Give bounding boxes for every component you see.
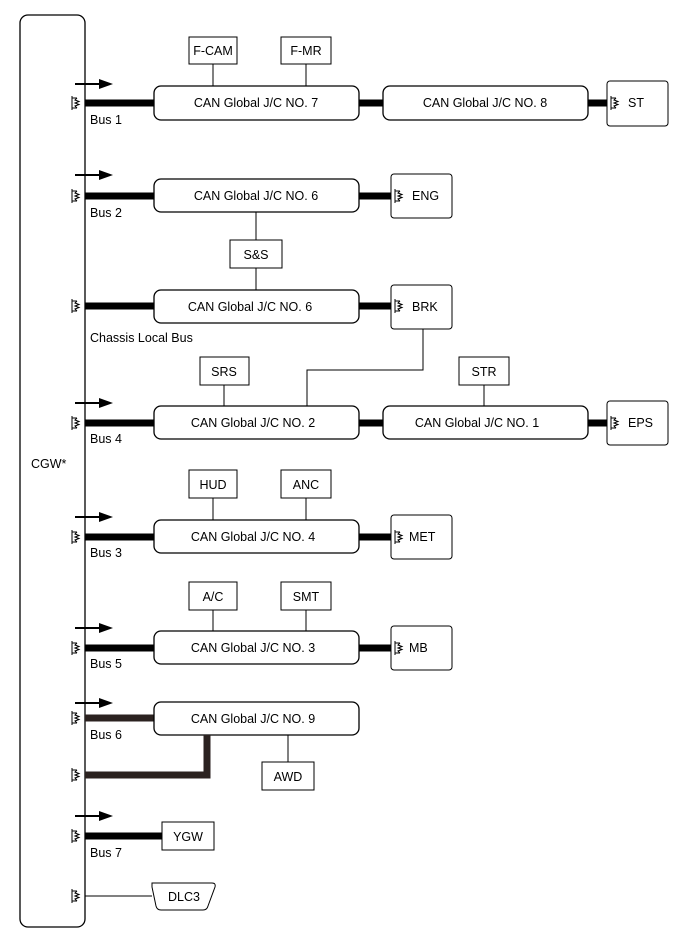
bus4-label: Bus 4 — [90, 432, 122, 446]
ecu-eps-box — [606, 400, 669, 446]
ecu-smt-label: SMT — [293, 590, 320, 604]
bus7-label: Bus 7 — [90, 846, 122, 860]
ecu-met-label: MET — [409, 530, 436, 544]
ecu-mb-box — [390, 625, 453, 671]
dlc3-connector-shape — [151, 882, 216, 911]
ecu-st-label: ST — [628, 96, 644, 110]
bus1-label: Bus 1 — [90, 113, 122, 127]
ecu-smt-box — [280, 581, 332, 611]
jc3-label: CAN Global J/C NO. 3 — [191, 641, 315, 655]
ecu-ss-label: S&S — [243, 248, 268, 262]
chassis-bus-label: Chassis Local Bus — [90, 331, 193, 345]
bus6-secondary-line — [85, 735, 211, 779]
jc8-label: CAN Global J/C NO. 8 — [423, 96, 547, 110]
ecu-hud-label: HUD — [199, 478, 226, 492]
ecu-anc-box — [280, 469, 332, 499]
ecu-fcam-box — [188, 36, 238, 65]
jc6b-label: CAN Global J/C NO. 6 — [188, 300, 312, 314]
ecu-ygw-label: YGW — [173, 830, 203, 844]
ecu-eng-box — [390, 173, 453, 219]
ecu-fcam-label: F-CAM — [193, 44, 233, 58]
ecu-ygw-box — [161, 821, 215, 851]
jc6a-label: CAN Global J/C NO. 6 — [194, 189, 318, 203]
ecu-brk-label: BRK — [412, 300, 438, 314]
jc1-label: CAN Global J/C NO. 1 — [415, 416, 539, 430]
ecu-str-box — [458, 356, 510, 386]
bus2-label: Bus 2 — [90, 206, 122, 220]
ecu-awd-box — [261, 761, 315, 791]
dlc3-label: DLC3 — [168, 890, 200, 904]
ecu-brk-box — [390, 284, 453, 330]
jc9-label: CAN Global J/C NO. 9 — [191, 712, 315, 726]
ecu-str-label: STR — [472, 365, 497, 379]
ecu-srs-box — [199, 356, 250, 386]
ecu-awd-label: AWD — [274, 770, 303, 784]
ecu-hud-box — [188, 469, 238, 499]
ecu-eps-label: EPS — [628, 416, 653, 430]
ecu-eng-label: ENG — [412, 189, 439, 203]
ecu-ac-label: A/C — [203, 590, 224, 604]
jc9-box — [153, 701, 360, 736]
bus3-label: Bus 3 — [90, 546, 122, 560]
ecu-anc-label: ANC — [293, 478, 319, 492]
ecu-st-box — [606, 80, 669, 127]
jc2-label: CAN Global J/C NO. 2 — [191, 416, 315, 430]
ecu-ac-box — [188, 581, 238, 611]
ecu-ss-box — [229, 239, 283, 269]
brk-jc2-link — [306, 329, 424, 406]
jc4-label: CAN Global J/C NO. 4 — [191, 530, 315, 544]
ecu-mb-label: MB — [409, 641, 428, 655]
ecu-met-box — [390, 514, 453, 560]
jc7-label: CAN Global J/C NO. 7 — [194, 96, 318, 110]
ecu-srs-label: SRS — [211, 365, 237, 379]
ecu-fmr-label: F-MR — [290, 44, 321, 58]
ecu-fmr-box — [280, 36, 332, 65]
bus6-label: Bus 6 — [90, 728, 122, 742]
cgw-box — [19, 14, 86, 928]
bus5-label: Bus 5 — [90, 657, 122, 671]
cgw-label: CGW* — [31, 457, 67, 471]
